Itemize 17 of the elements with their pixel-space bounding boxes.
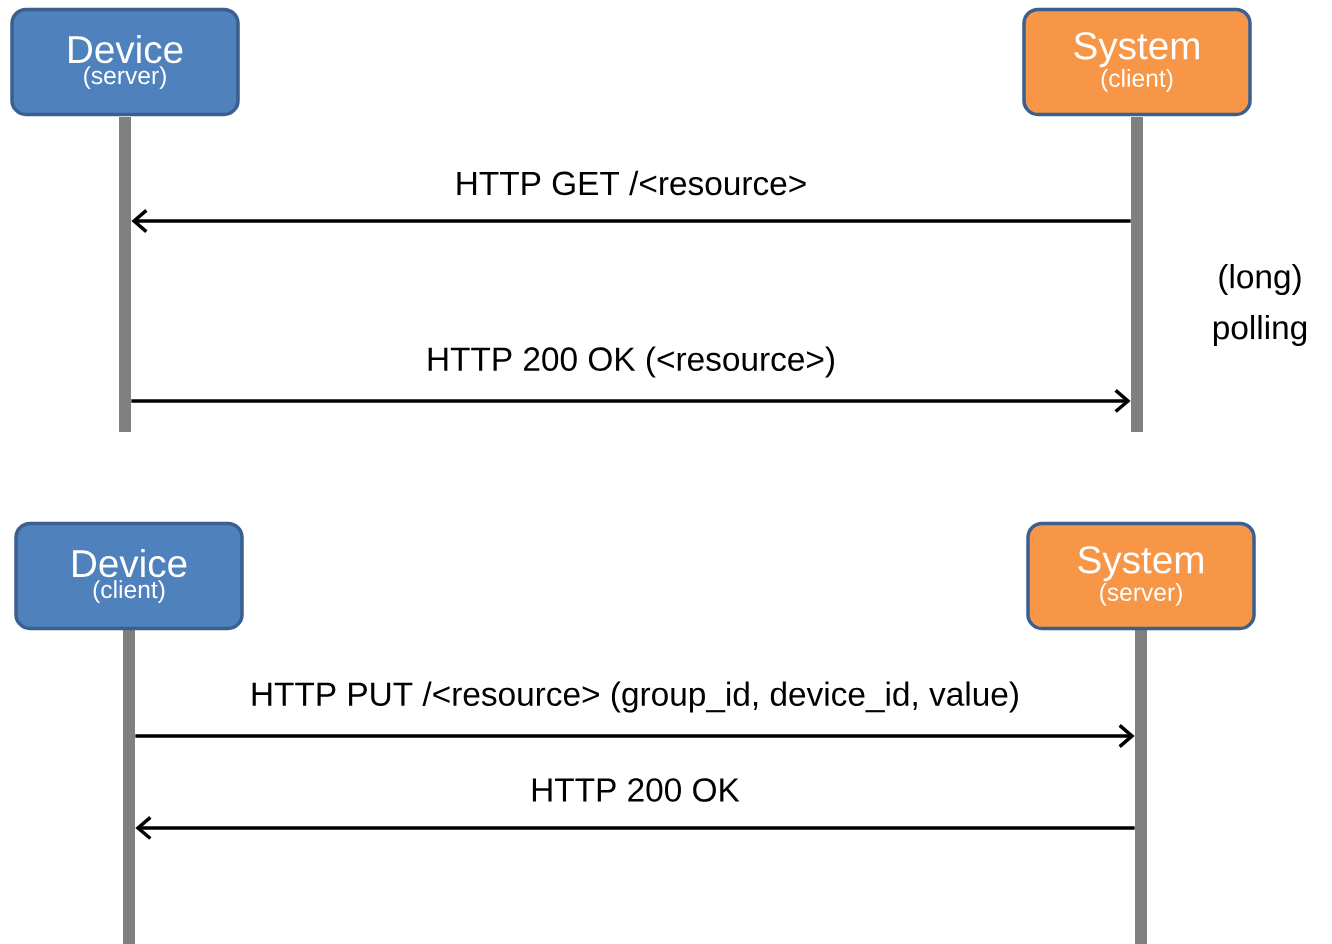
note-text: (long) polling xyxy=(1213,263,1307,347)
participant-box: System (server) xyxy=(1026,521,1256,631)
lifeline xyxy=(1135,630,1147,944)
lifeline xyxy=(1131,117,1143,432)
lifeline xyxy=(123,630,135,944)
edge-label: HTTP 200 OK (<resource>) xyxy=(424,344,838,380)
participant-box: Device (server) xyxy=(10,7,240,117)
edge-label: HTTP 200 OK xyxy=(528,776,742,804)
lifeline xyxy=(119,117,131,432)
arrow xyxy=(131,389,1131,413)
arrow xyxy=(135,724,1135,748)
participant-box: System (client) xyxy=(1022,7,1252,117)
arrow xyxy=(135,816,1135,840)
arrow xyxy=(131,209,1131,233)
edge-label: HTTP GET /<resource> xyxy=(453,169,810,197)
participant-box: Device (client) xyxy=(14,521,244,631)
edge-label: HTTP PUT /<resource> (group_id, device_id, value) xyxy=(248,679,1022,715)
